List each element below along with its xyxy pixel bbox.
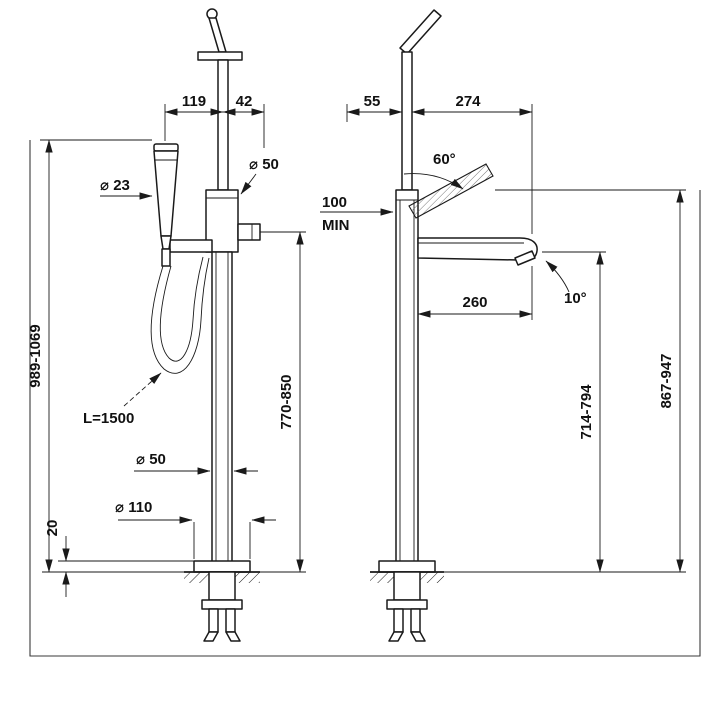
dim-42: 42 <box>222 93 265 148</box>
dim-10deg: 10° <box>545 260 587 307</box>
label-dia-110: ⌀ 110 <box>115 499 152 516</box>
leader-line <box>123 372 162 407</box>
handshower-holder-arm <box>169 239 213 253</box>
label-55: 55 <box>364 93 381 110</box>
handshower-hose-inner <box>159 256 204 362</box>
handshower-nozzle <box>160 235 172 250</box>
inlet-pipe-right <box>225 608 236 633</box>
hose-outlet <box>237 223 261 241</box>
locking-flange <box>201 599 243 610</box>
label-dia-50-top: ⌀ 50 <box>249 156 279 173</box>
label-min: MIN <box>322 217 350 234</box>
handshower-hose-nut <box>161 248 171 267</box>
label-60deg: 60° <box>433 151 456 168</box>
inlet-pipe-right <box>410 608 421 633</box>
label-hose-length: L=1500 <box>83 410 134 427</box>
front-view: 119 42 ⌀ 23 ⌀ 50 989-1069 L=1500 ⌀ 50 <box>27 8 306 642</box>
label-dia-50-column: ⌀ 50 <box>136 451 166 468</box>
handshower-holder-bar <box>197 51 243 61</box>
angle-arc <box>403 173 464 190</box>
inlet-pipe-left-end <box>203 631 219 642</box>
column <box>395 189 419 563</box>
label-714-794: 714-794 <box>578 384 595 440</box>
dim-55: 55 <box>346 93 403 122</box>
dim-274: 274 <box>411 93 533 234</box>
dim-714-794: 714-794 <box>542 251 606 573</box>
inlet-pipe-right-end <box>410 631 426 642</box>
label-867-947: 867-947 <box>658 353 675 408</box>
under-floor-shank <box>208 571 236 601</box>
riser-column <box>211 251 233 563</box>
dim-119: 119 <box>164 93 224 141</box>
label-42: 42 <box>236 93 253 110</box>
drawing-frame <box>29 140 701 657</box>
dim-dia-50-top: ⌀ 50 <box>240 156 279 195</box>
label-119: 119 <box>182 93 206 110</box>
dim-dia-110: ⌀ 110 <box>115 499 276 559</box>
handshower-hose-outer <box>150 257 210 374</box>
label-20: 20 <box>44 520 61 537</box>
label-100: 100 <box>322 194 347 211</box>
inlet-pipe-right-end <box>225 631 241 642</box>
label-260: 260 <box>462 294 487 311</box>
dim-dia-23: ⌀ 23 <box>100 177 153 200</box>
dim-100-min: 100 MIN <box>320 194 394 234</box>
dim-989-1069: 989-1069 <box>27 139 184 573</box>
riser-neck <box>217 59 229 191</box>
base-flange <box>378 560 436 573</box>
leader-line <box>240 173 257 195</box>
side-view: 55 274 60° 100 MIN 260 10° <box>320 9 686 642</box>
base-flange <box>193 560 251 573</box>
dim-770-850: 770-850 <box>260 231 306 573</box>
label-274: 274 <box>455 93 481 110</box>
dim-60deg: 60° <box>403 151 464 190</box>
lever-open-position <box>408 163 494 219</box>
dim-260: 260 <box>417 262 533 320</box>
inlet-pipe-left-end <box>388 631 404 642</box>
lever-neck <box>401 51 413 191</box>
angle-arc <box>545 260 570 293</box>
label-989-1069: 989-1069 <box>27 324 44 387</box>
handshower-head <box>153 143 179 152</box>
label-10deg: 10° <box>564 290 587 307</box>
dim-20: 20 <box>44 520 194 597</box>
under-floor-shank <box>393 571 421 601</box>
dim-hose-length: L=1500 <box>83 372 162 427</box>
inlet-pipe-left <box>393 608 404 633</box>
dim-dia-50-column: ⌀ 50 <box>134 451 258 475</box>
inlet-pipe-left <box>208 608 219 633</box>
label-770-850: 770-850 <box>278 374 295 429</box>
label-dia-23: ⌀ 23 <box>100 177 130 194</box>
aerator <box>514 250 536 266</box>
dim-867-947: 867-947 <box>444 189 686 573</box>
locking-flange <box>386 599 428 610</box>
